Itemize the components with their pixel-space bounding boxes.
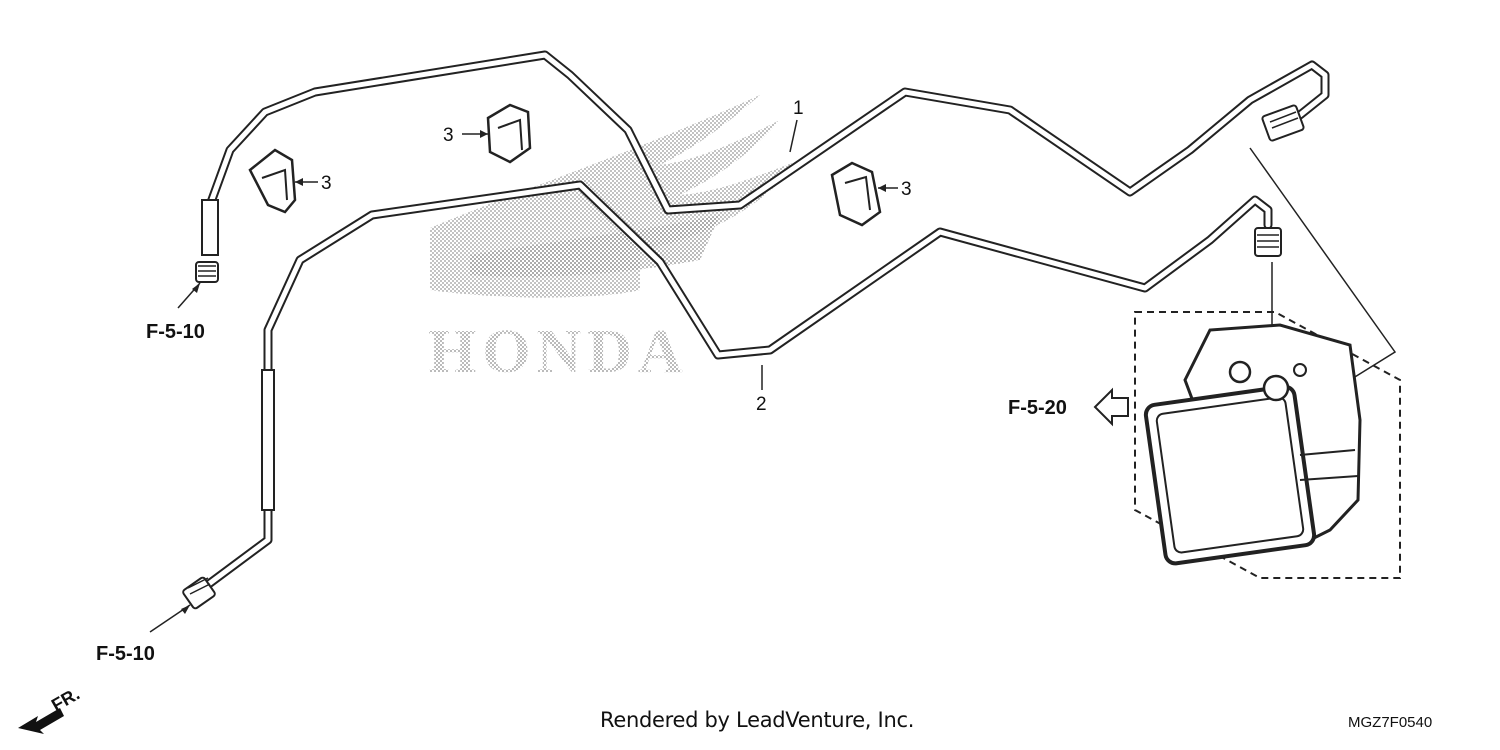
pipe-clamp xyxy=(830,161,882,227)
brake-pipe-1 xyxy=(195,50,1330,283)
callout-part-1: 1 xyxy=(793,98,804,119)
pipe-clamp xyxy=(248,148,297,214)
abs-modulator xyxy=(1143,323,1362,566)
callout-part-2: 2 xyxy=(756,394,767,415)
modulator-group-outline xyxy=(1134,311,1401,579)
callout-arrowheads xyxy=(181,130,886,614)
reference-f-5-10: F-5-10 xyxy=(96,643,155,665)
callout-part-3: 3 xyxy=(901,179,912,200)
callout-part-3: 3 xyxy=(321,173,332,194)
render-credit: Rendered by LeadVenture, Inc. xyxy=(600,708,915,732)
reference-arrow-icon xyxy=(1093,387,1129,427)
diagram-code: MGZ7F0540 xyxy=(1348,714,1433,731)
brake-pipe-2 xyxy=(182,180,1282,610)
honda-watermark-text: HONDA xyxy=(428,318,689,386)
callout-part-3: 3 xyxy=(443,125,454,146)
front-direction-label: FR. xyxy=(48,684,83,716)
reference-f-5-20: F-5-20 xyxy=(1008,397,1067,419)
reference-f-5-10: F-5-10 xyxy=(146,321,205,343)
pipe-clamp xyxy=(486,103,532,164)
front-direction-arrow-icon xyxy=(18,708,64,734)
